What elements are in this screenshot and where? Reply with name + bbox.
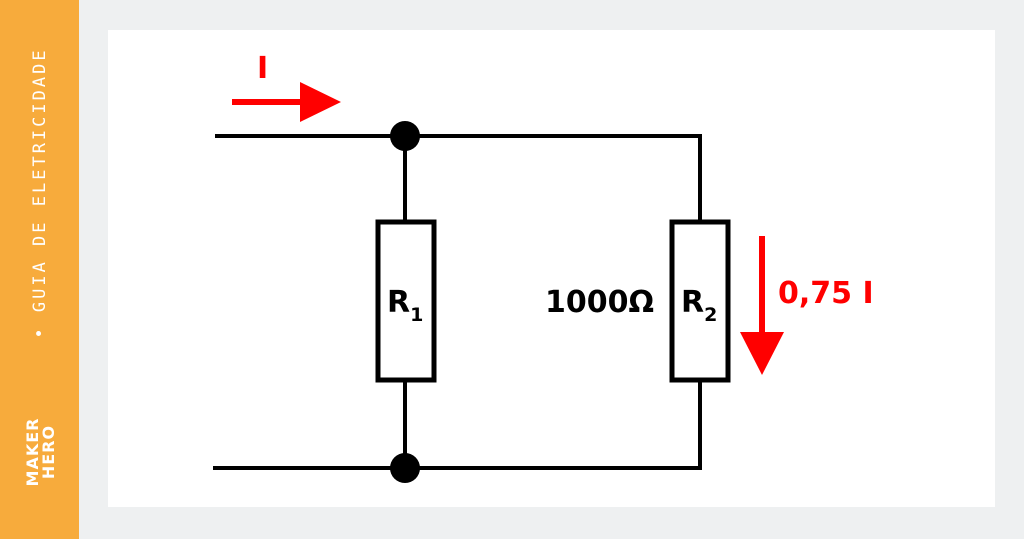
top-junction-node xyxy=(390,121,420,151)
resistor-r1 xyxy=(375,219,437,383)
sidebar: • GUIA DE ELETRICIDADE MAKER HERO xyxy=(0,0,79,539)
input-current-arrow-head xyxy=(300,82,341,122)
bottom-junction-node xyxy=(390,453,420,483)
resistor-r2 xyxy=(669,219,731,383)
diagram-panel xyxy=(108,30,995,507)
input-current-label: I xyxy=(257,51,268,86)
r2-current-label: 0,75 I xyxy=(778,276,874,311)
r2-label: R2 xyxy=(681,285,717,326)
r2-current-arrow-head xyxy=(740,332,784,375)
r2-resistance-label: 1000Ω xyxy=(545,285,654,320)
r1-label: R1 xyxy=(387,285,423,326)
